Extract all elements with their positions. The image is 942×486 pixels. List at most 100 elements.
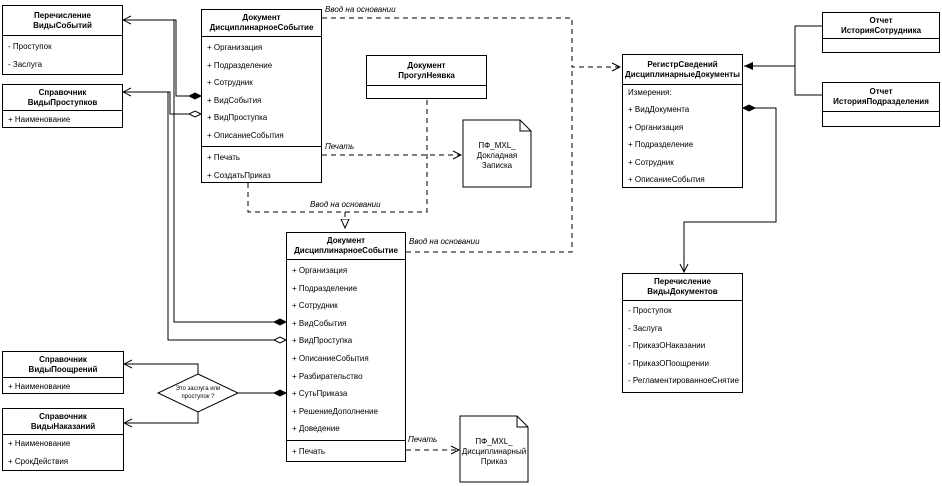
diamond-filled-bottom-event — [272, 318, 288, 326]
box-title-line2: ВидыПоощрений — [28, 364, 98, 374]
box-title-line1: Справочник — [39, 354, 87, 364]
note-memo: ПФ_MXL_ Докладная Записка — [463, 141, 531, 171]
enum-item: - Заслуга — [628, 323, 663, 333]
enum-item: - ПриказОПоощрении — [628, 358, 709, 368]
box-title-line1: Справочник — [39, 411, 87, 421]
box-title-line1: Перечисление — [34, 10, 91, 20]
box-title-line1: РегистрСведений — [647, 59, 718, 69]
diamond-filled-top-event — [187, 92, 203, 100]
decision-line: Это заслуга или — [175, 386, 221, 392]
attr-item: + ОписаниеСобытия — [207, 130, 284, 140]
register-item: + ВидДокумента — [628, 105, 690, 114]
enum-item: - Заслуга — [8, 59, 43, 69]
enum-event-types-box: Перечисление ВидыСобытий - Проступок - З… — [2, 5, 123, 75]
attr-item: + Разбирательство — [292, 371, 363, 381]
op-item: + СоздатьПриказ — [207, 170, 271, 180]
note-order: ПФ_MXL_ Дисциплинарный Приказ — [460, 437, 528, 467]
attr-item: + Сотрудник — [207, 78, 253, 88]
diamond-filled-order — [272, 389, 288, 397]
edge-decision-rewards — [124, 364, 199, 374]
ref-penalties-box: Справочник ВидыНаказаний + Наименование … — [2, 408, 124, 471]
enum-item: - Проступок — [8, 42, 52, 51]
register-caption: Измерения: — [628, 88, 672, 97]
attr-item: + Организация — [207, 43, 263, 52]
box-title-line2: ДисциплинарныеДокументы — [625, 69, 740, 79]
op-item: + Печать — [207, 153, 241, 162]
diamond-open-top-offense — [187, 110, 203, 118]
note-line: Приказ — [480, 457, 508, 466]
diamond-open-bottom-offense — [272, 336, 288, 344]
register-item: + Организация — [628, 122, 684, 132]
box-title-line1: Перечисление — [654, 277, 711, 286]
box-title-line2: ВидыСобытий — [33, 20, 92, 30]
box-title-line2: ИсторияСотрудника — [840, 25, 922, 35]
attr-item: + ВидСобытия — [292, 318, 347, 328]
box-title-line2: ИсторияПодразделения — [833, 97, 929, 106]
note-memo-shape — [462, 119, 532, 188]
register-item: + ОписаниеСобытия — [628, 175, 705, 185]
register-item: + Подразделение — [628, 140, 694, 150]
box-title-line2: ВидыДокументов — [647, 287, 718, 296]
decision-text: Это заслуга или проступок ? — [160, 385, 236, 401]
decision-line: проступок ? — [181, 394, 215, 400]
ref-item: + Наименование — [8, 439, 71, 448]
decision-diamond — [156, 373, 240, 413]
attr-item: + ВидПроступка — [292, 336, 353, 346]
attr-item: + СутьПриказа — [292, 389, 348, 399]
note-line: Дисциплинарный — [461, 447, 527, 456]
edge-top-offense-type — [123, 92, 201, 115]
edge-bottom-offense-type — [167, 92, 286, 341]
edge-report-employee — [744, 25, 822, 70]
box-title-line1: Документ — [326, 236, 366, 245]
attr-item: + Сотрудник — [292, 301, 338, 311]
box-title-line1: Отчет — [869, 87, 893, 96]
note-line: ПФ_MXL_ — [475, 437, 513, 446]
ref-item: + Наименование — [8, 115, 71, 124]
enum-item: - ПриказОНаказании — [628, 341, 706, 351]
enum-item: - РегламентированноеСнятие — [628, 376, 740, 386]
report-employee-box: Отчет ИсторияСотрудника — [822, 12, 940, 53]
attr-item: + Организация — [292, 266, 348, 275]
attr-item: + ВидПроступка — [207, 113, 268, 123]
box-title-line1: Отчет — [869, 15, 893, 25]
edge-decision-penalties — [124, 412, 199, 423]
edge-based-bottom-register — [406, 67, 573, 253]
label-based-on-top: Ввод на основании — [325, 5, 396, 14]
register-box: РегистрСведений ДисциплинарныеДокументы … — [622, 54, 743, 188]
report-department-box: Отчет ИсторияПодразделения — [822, 82, 940, 127]
edge-bottom-event-type — [173, 20, 286, 323]
note-line: ПФ_MXL_ — [478, 141, 516, 150]
note-order-shape — [459, 415, 529, 483]
box-title-line1: Справочник — [38, 87, 87, 97]
enum-item: - Проступок — [628, 306, 672, 315]
edge-based-to-bottom — [247, 99, 428, 213]
box-title-line2: ДисциплинарноеСобытие — [294, 246, 398, 255]
box-title-line2: ВидыНаказаний — [30, 421, 96, 431]
box-title-line1: Документ — [407, 60, 446, 70]
label-print-bottom: Печать — [408, 435, 438, 444]
doc-absence-box: Документ ПрогулНеявка — [366, 55, 487, 99]
edge-top-event-type — [123, 20, 201, 97]
label-print-top: Печать — [325, 142, 355, 151]
box-title-line1: Документ — [242, 13, 281, 22]
attr-item: + ВидСобытия — [207, 95, 262, 105]
attr-item: + Подразделение — [292, 283, 358, 293]
enum-doc-types-box: Перечисление ВидыДокументов - Проступок … — [622, 273, 743, 393]
ref-rewards-box: Справочник ВидыПоощрений + Наименование — [2, 351, 124, 394]
edge-register-doctypes — [684, 107, 777, 272]
label-based-on-bottom: Ввод на основании — [409, 237, 480, 246]
edge-report-department — [794, 66, 822, 96]
doc-event-bottom-box: Документ ДисциплинарноеСобытие + Организ… — [286, 232, 406, 462]
doc-event-top-box: Документ ДисциплинарноеСобытие + Организ… — [201, 9, 322, 183]
diamond-filled-register — [741, 104, 757, 112]
attr-item: + Доведение — [292, 424, 340, 434]
box-title-line2: ДисциплинарноеСобытие — [209, 23, 314, 32]
box-title-line2: ВидыПроступков — [27, 97, 98, 107]
label-based-on-middle: Ввод на основании — [310, 200, 381, 209]
register-item: + Сотрудник — [628, 157, 674, 167]
ref-offense-types-box: Справочник ВидыПроступков + Наименование — [2, 84, 123, 128]
edge-based-top-register — [322, 17, 620, 67]
ref-item: + СрокДействия — [8, 456, 69, 466]
